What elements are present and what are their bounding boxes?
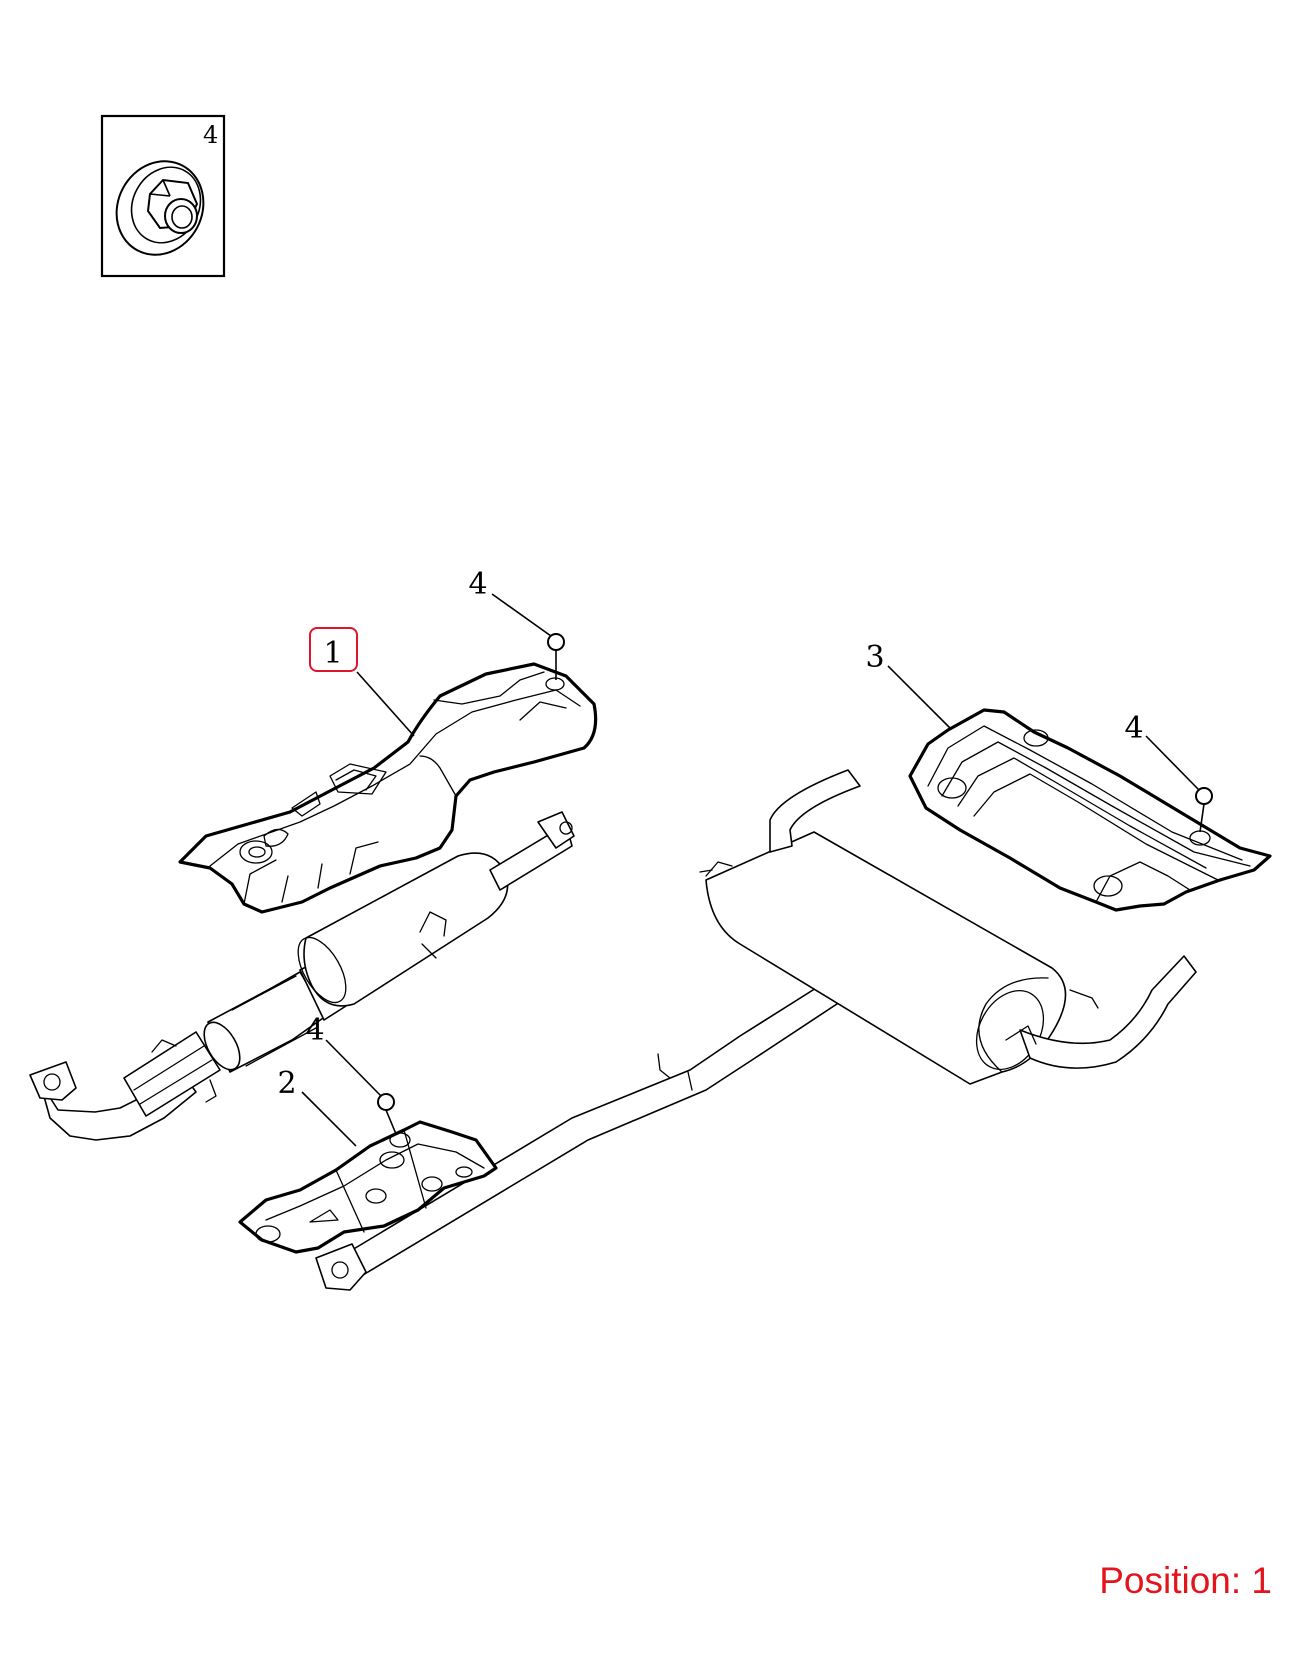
heat-shield-center[interactable] <box>238 1120 498 1254</box>
heat-shield-front[interactable] <box>178 662 598 914</box>
position-label: Position: 1 <box>1099 1560 1272 1601</box>
callout-4-center[interactable]: 4 <box>305 1013 324 1048</box>
heat-shield-rear[interactable] <box>908 708 1272 912</box>
callout-4-top[interactable]: 4 <box>468 567 487 602</box>
inset-nut-detail: 4 <box>100 114 226 278</box>
callout-4-rear[interactable]: 4 <box>1124 711 1143 746</box>
callout-2[interactable]: 2 <box>277 1066 296 1101</box>
callout-1[interactable]: 1 <box>323 636 342 671</box>
inset-callout-number: 4 <box>203 121 218 149</box>
selected-callout-highlight <box>309 627 358 672</box>
exhaust-system <box>29 769 1197 1291</box>
callout-3[interactable]: 3 <box>865 640 884 675</box>
flange-nut-icon <box>115 160 205 256</box>
